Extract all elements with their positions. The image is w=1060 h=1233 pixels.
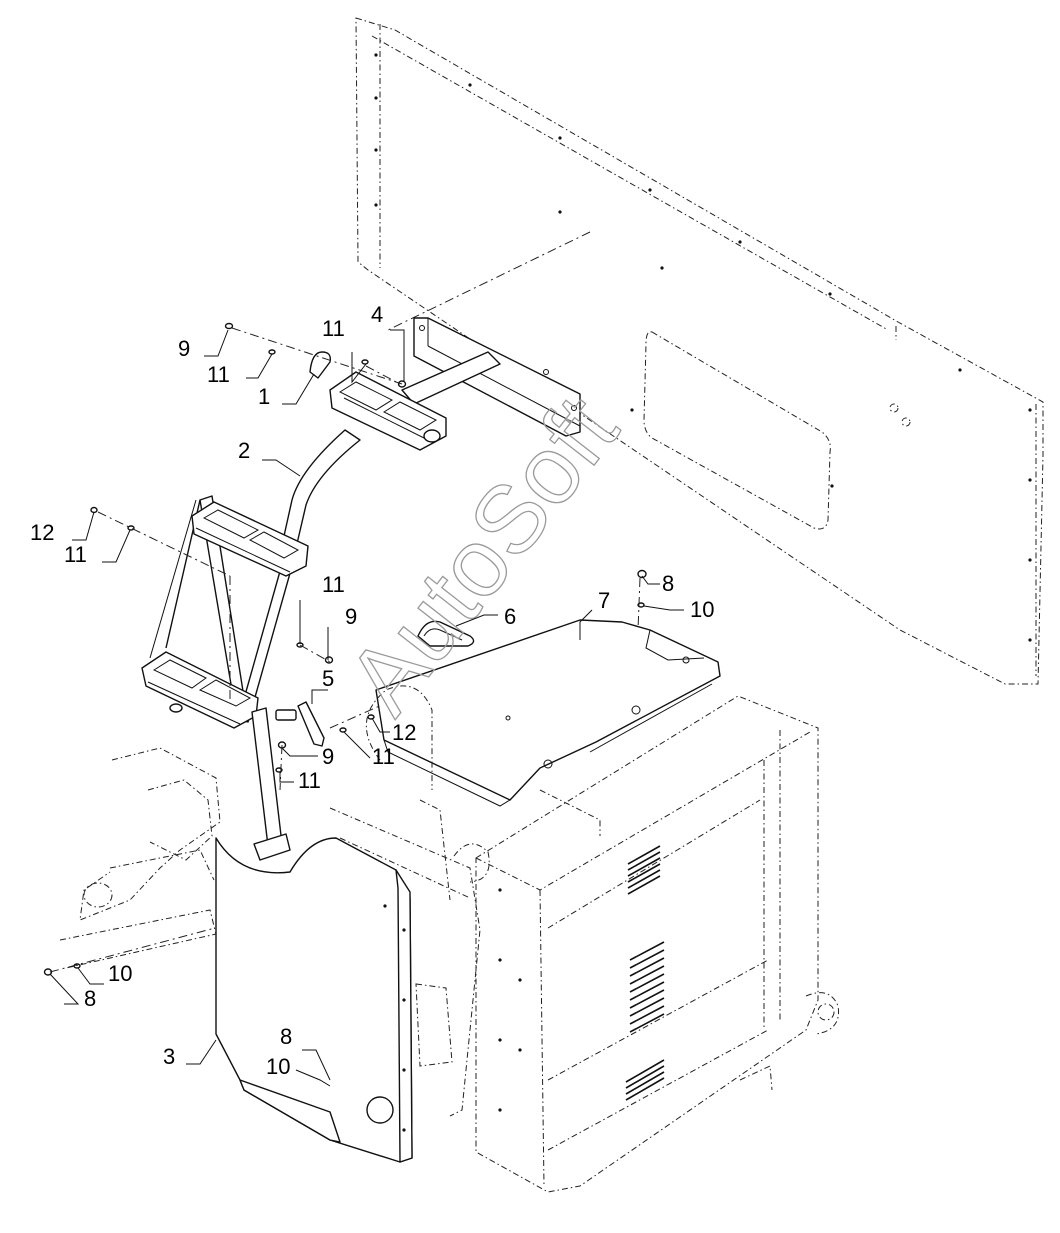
bracket-5 — [297, 701, 325, 747]
clip-1 — [309, 351, 332, 379]
callout-6: 6 — [504, 604, 516, 629]
callout-8: 8 — [84, 986, 96, 1011]
rear-wall-panel — [355, 17, 1044, 685]
bottom-step — [141, 651, 259, 729]
callout-4: 4 — [371, 302, 383, 327]
side-shield-3 — [215, 837, 413, 1163]
vent-grille-lower — [625, 1059, 665, 1101]
callout-11: 11 — [322, 572, 345, 597]
callout-10: 10 — [108, 961, 132, 986]
chassis-frame — [59, 685, 601, 1117]
callout-5: 5 — [322, 666, 334, 691]
callout-9: 9 — [178, 336, 190, 361]
handle-6 — [417, 620, 475, 647]
leader-lines — [49, 329, 684, 1087]
callout-1: 1 — [258, 384, 270, 409]
callout-8: 8 — [280, 1024, 292, 1049]
callout-9: 9 — [345, 604, 357, 629]
vent-grille-middle — [629, 941, 665, 1033]
callout-10: 10 — [690, 597, 714, 622]
callout-2: 2 — [238, 438, 250, 463]
mounting-angle-bar — [413, 317, 581, 437]
step-ladder — [141, 351, 501, 861]
callout-9: 9 — [322, 744, 334, 769]
vent-grille-upper — [627, 845, 661, 895]
radiator-housing — [475, 695, 840, 1193]
callout-12: 12 — [30, 520, 54, 545]
bracket-5-plate — [275, 709, 297, 721]
callout-11: 11 — [298, 768, 321, 793]
callout-3: 3 — [163, 1044, 175, 1069]
callout-11: 11 — [372, 744, 395, 769]
callout-labels: 9 11 1 11 4 2 12 11 11 9 5 9 11 11 12 6 … — [30, 302, 714, 1079]
callout-11: 11 — [322, 316, 345, 341]
callout-12: 12 — [392, 720, 416, 745]
callout-11: 11 — [64, 542, 87, 567]
callout-8: 8 — [662, 571, 674, 596]
callout-11: 11 — [207, 362, 230, 387]
callout-10: 10 — [266, 1054, 290, 1079]
panel-fasteners — [374, 53, 1032, 642]
middle-step — [191, 501, 309, 577]
assembly-axis — [387, 231, 591, 331]
platform-plate-7 — [375, 619, 721, 807]
callout-7: 7 — [598, 588, 610, 613]
top-step — [329, 371, 447, 451]
